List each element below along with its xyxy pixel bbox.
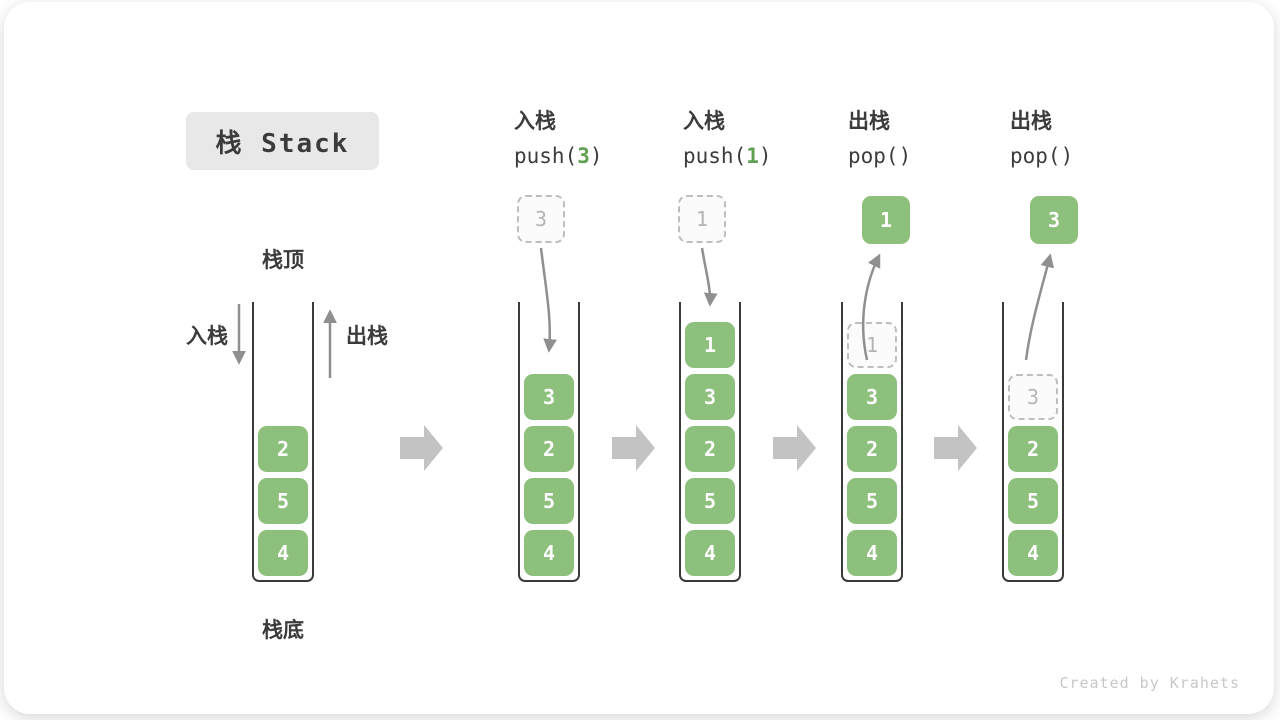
step-arrow-3-icon (773, 425, 816, 471)
operation-code: pop() (1010, 143, 1160, 169)
operation-label-push-3: 入栈 push(3) (514, 108, 664, 169)
code-pre: push( (514, 144, 578, 168)
operation-code: pop() (848, 143, 998, 169)
operation-code: push(1) (683, 143, 833, 169)
code-post: ) (758, 144, 772, 168)
watermark: Created by Krahets (1059, 674, 1240, 692)
push-1-arrow (700, 247, 718, 307)
stack-cell: 4 (524, 530, 574, 576)
code-pre: pop( (1010, 144, 1061, 168)
stack-3: 1 3 2 5 4 (679, 302, 741, 582)
stack-cell: 5 (258, 478, 308, 524)
stack-cell: 4 (847, 530, 897, 576)
operation-name: 入栈 (683, 109, 725, 133)
stack-cell: 1 (847, 322, 897, 368)
stack-bottom-label: 栈底 (262, 618, 304, 642)
floating-box-4: 3 (1030, 196, 1078, 244)
stack-cell: 2 (685, 426, 735, 472)
stack-cell: 5 (524, 478, 574, 524)
stack-cell: 4 (1008, 530, 1058, 576)
stack-cell: 2 (258, 426, 308, 472)
operation-name: 入栈 (514, 109, 556, 133)
stack-cell: 5 (685, 478, 735, 524)
floating-box-3: 1 (862, 196, 910, 244)
stack-cell: 2 (524, 426, 574, 472)
operation-name: 出栈 (1010, 109, 1052, 133)
operation-name: 出栈 (848, 109, 890, 133)
stack-cell: 4 (685, 530, 735, 576)
stack-cell: 3 (1008, 374, 1058, 420)
stack-cell: 3 (524, 374, 574, 420)
code-post: ) (589, 144, 603, 168)
code-post: ) (1060, 144, 1074, 168)
stack-cell: 4 (258, 530, 308, 576)
step-arrow-4-icon (934, 425, 977, 471)
stack-5: 3 2 5 4 (1002, 302, 1064, 582)
code-arg: 3 (577, 144, 590, 168)
code-post: ) (898, 144, 912, 168)
stack-2: 3 2 5 4 (518, 302, 580, 582)
stack-cell: 5 (847, 478, 897, 524)
stack-cell: 3 (847, 374, 897, 420)
pop-direction-label: 出栈 (346, 324, 388, 348)
push-direction-label: 入栈 (186, 324, 228, 348)
stack-cell: 2 (1008, 426, 1058, 472)
stack-cell: 2 (847, 426, 897, 472)
code-arg: 1 (746, 144, 759, 168)
floating-box-1: 3 (517, 195, 565, 243)
stack-cell: 3 (685, 374, 735, 420)
operation-label-pop-1: 出栈 pop() (848, 108, 998, 169)
code-pre: push( (683, 144, 747, 168)
operation-label-pop-2: 出栈 pop() (1010, 108, 1160, 169)
step-arrow-2-icon (612, 425, 655, 471)
stack-top-label: 栈顶 (262, 248, 304, 272)
stack-cell: 1 (685, 322, 735, 368)
code-pre: pop( (848, 144, 899, 168)
operation-label-push-1: 入栈 push(1) (683, 108, 833, 169)
diagram-title-box: 栈 Stack (186, 112, 379, 170)
diagram-title: 栈 Stack (215, 128, 350, 159)
operation-code: push(3) (514, 143, 664, 169)
stack-cell: 5 (1008, 478, 1058, 524)
stack-4: 1 3 2 5 4 (841, 302, 903, 582)
stack-1: 2 5 4 (252, 302, 314, 582)
step-arrow-1-icon (400, 425, 443, 471)
floating-box-2: 1 (678, 195, 726, 243)
